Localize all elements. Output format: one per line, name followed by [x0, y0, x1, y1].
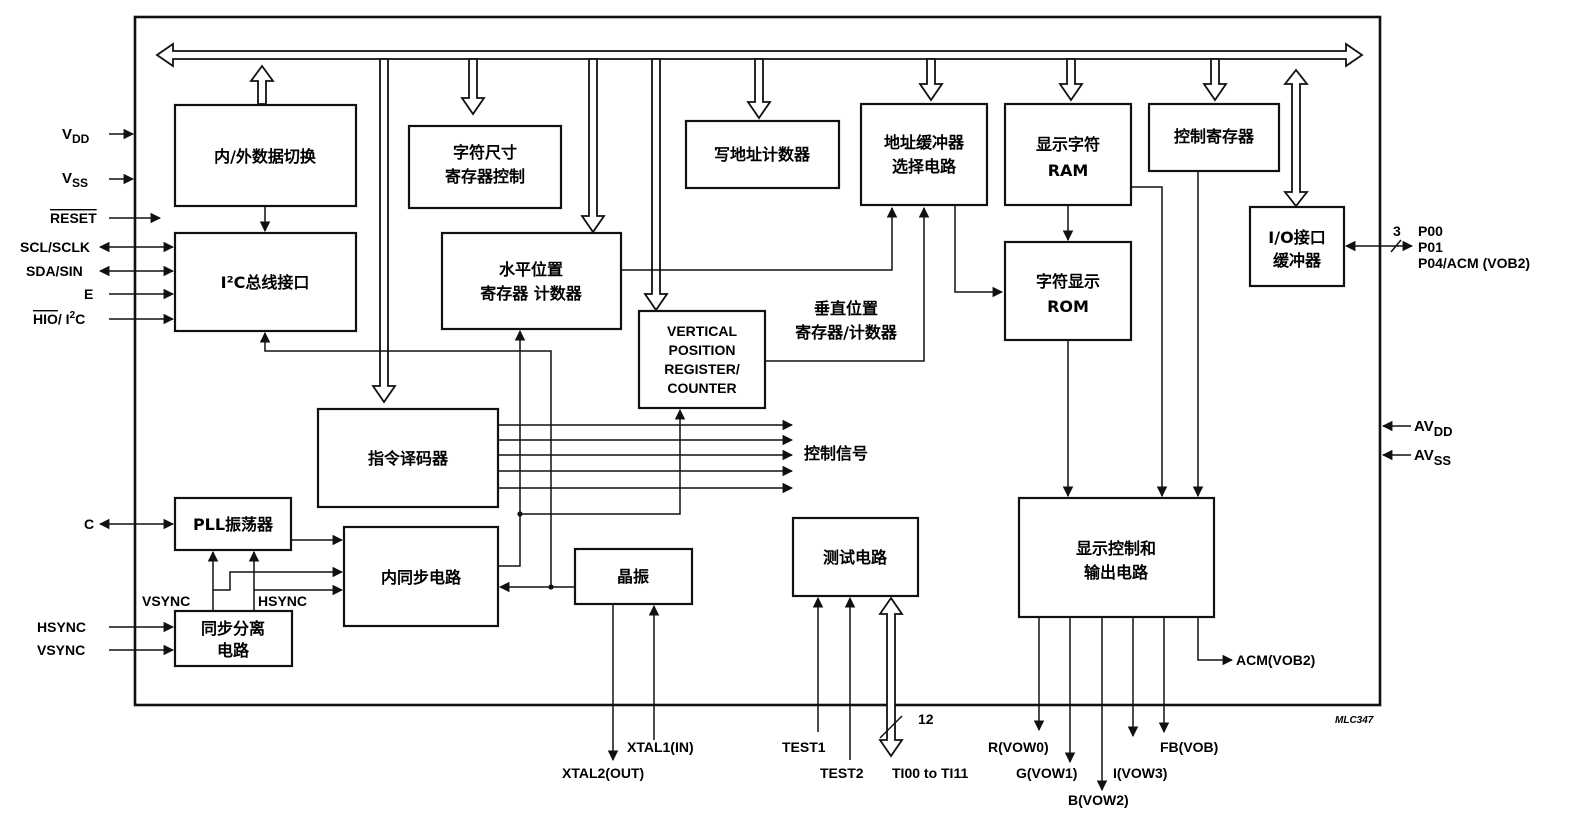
pin-scl: SCL/SCLK [20, 239, 90, 255]
vpos-en-1: VERTICAL [667, 323, 737, 339]
char-size-label-1: 字符尺寸 [453, 143, 517, 162]
char-rom-label-1: 字符显示 [1036, 272, 1100, 291]
pin-fb: FB(VOB) [1160, 739, 1218, 755]
io-buf-label-2: 缓冲器 [1272, 251, 1322, 270]
int-sync-block: 内同步电路 [342, 525, 500, 628]
bus-drop-write-addr [746, 58, 772, 120]
pll-block: PLL振荡器 [173, 496, 293, 552]
char-ram-label-2: RAM [1048, 161, 1089, 180]
pin-vss: VSS [62, 170, 88, 190]
addr-buffer-block: 地址缓冲器 选择电路 [859, 102, 989, 207]
instr-dec-label: 指令译码器 [368, 449, 449, 468]
pin-xtal1: XTAL1(IN) [627, 739, 694, 755]
pin-ti: TI00 to TI11 [892, 765, 968, 781]
pin-test2: TEST2 [820, 765, 864, 781]
pin-p04: P04/ACM (VOB2) [1418, 255, 1530, 271]
write-addr-counter-block: 写地址计数器 [684, 119, 841, 190]
test-circuit-label: 测试电路 [823, 548, 888, 567]
io-buf-label-1: I/O接口 [1268, 228, 1325, 247]
pin-r: R(VOW0) [988, 739, 1049, 755]
display-output-block: 显示控制和 输出电路 [1017, 496, 1216, 619]
sync-sep-label-2: 电路 [217, 641, 250, 660]
pin-sda: SDA/SIN [26, 263, 83, 279]
sync-separator-block: 同步分离 电路 [173, 609, 294, 668]
char-ram-block: 显示字符 RAM [1003, 102, 1133, 207]
pin-p01: P01 [1418, 239, 1443, 255]
label-hsync-int: HSYNC [258, 593, 307, 609]
disp-out-label-1: 显示控制和 [1076, 539, 1156, 558]
left-pins [98, 128, 175, 656]
pin-vdd: VDD [62, 126, 90, 146]
pin-p00: P00 [1418, 223, 1443, 239]
pin-c: C [84, 516, 94, 532]
ctrl-register-block: 控制寄存器 [1147, 102, 1281, 173]
char-size-block: 字符尺寸 寄存器控制 [407, 124, 563, 210]
label-vsync-int: VSYNC [142, 593, 190, 609]
disp-out-label-2: 输出电路 [1084, 563, 1149, 582]
int-sync-label: 内同步电路 [381, 568, 462, 587]
write-addr-label: 写地址计数器 [714, 145, 811, 164]
crystal-block: 晶振 [573, 547, 694, 606]
addr-buf-label-2: 选择电路 [892, 157, 957, 176]
char-ram-label-1: 显示字符 [1036, 135, 1100, 154]
pin-reset: RESET [50, 210, 97, 226]
bus-drop-ctrl-reg [1202, 58, 1228, 102]
pin-vsync: VSYNC [37, 642, 85, 658]
ctrl-signal-label: 控制信号 [804, 444, 868, 463]
i2c-interface-block: I²C总线接口 [173, 231, 358, 333]
ctrl-reg-label: 控制寄存器 [1174, 127, 1255, 146]
data-switch-label: 内/外数据切换 [214, 147, 317, 166]
hpos-register-block: 水平位置 寄存器 计数器 [440, 231, 623, 331]
io-buffer-block: I/O接口 缓冲器 [1248, 205, 1346, 288]
pin-ti-count: 12 [918, 711, 934, 727]
addr-buf-label-1: 地址缓冲器 [884, 133, 965, 152]
vpos-zh-1: 垂直位置 [814, 299, 878, 318]
vpos-zh-2: 寄存器/计数器 [795, 323, 898, 342]
pll-label: PLL振荡器 [193, 515, 274, 534]
crystal-label: 晶振 [617, 567, 649, 586]
i2c-label: I²C总线接口 [221, 273, 310, 292]
bus-drop-instr-dec [371, 58, 397, 404]
pin-count-p: 3 [1393, 223, 1401, 239]
hpos-label-2: 寄存器 计数器 [480, 284, 583, 303]
pin-hio: HIO/ I2C [33, 310, 85, 327]
pin-hsync: HSYNC [37, 619, 86, 635]
instr-decoder-block: 指令译码器 [316, 407, 500, 509]
main-data-bus [155, 42, 1364, 68]
connections [207, 171, 1414, 666]
bottom-pins [607, 596, 1170, 792]
bus-drop-addr-buf [918, 58, 944, 102]
bus-drop-vpos [643, 58, 669, 312]
vpos-en-4: COUNTER [667, 380, 736, 396]
chip-outline [133, 15, 1382, 707]
pin-acm: ACM(VOB2) [1236, 652, 1315, 668]
test-circuit-block: 测试电路 [791, 516, 920, 598]
char-rom-label-2: ROM [1047, 297, 1089, 316]
hpos-label-1: 水平位置 [499, 260, 563, 279]
data-switch-block: 内/外数据切换 [173, 103, 358, 208]
vpos-register-block: VERTICAL POSITION REGISTER/ COUNTER [637, 309, 767, 410]
pin-i: I(VOW3) [1113, 765, 1167, 781]
char-size-label-2: 寄存器控制 [445, 167, 525, 186]
pin-g: G(VOW1) [1016, 765, 1077, 781]
char-rom-block: 字符显示 ROM [1003, 240, 1133, 342]
pin-xtal2: XTAL2(OUT) [562, 765, 644, 781]
pin-avss: AVSS [1414, 447, 1451, 468]
bus-drop-hpos [580, 58, 606, 234]
bus-ti-double [878, 596, 904, 758]
sync-sep-label-1: 同步分离 [201, 619, 265, 638]
pin-e: E [84, 286, 93, 302]
bus-drop-char-ram [1058, 58, 1084, 102]
pin-b: B(VOW2) [1068, 792, 1129, 808]
figure-code: MLC347 [1335, 715, 1374, 726]
bus-up-data-switch [249, 64, 275, 105]
vpos-en-3: REGISTER/ [664, 361, 740, 377]
bus-drop-char-size [460, 58, 486, 116]
vpos-en-2: POSITION [669, 342, 736, 358]
pin-avdd: AVDD [1414, 418, 1453, 439]
bus-io-double [1283, 68, 1309, 208]
pin-test1: TEST1 [782, 739, 826, 755]
